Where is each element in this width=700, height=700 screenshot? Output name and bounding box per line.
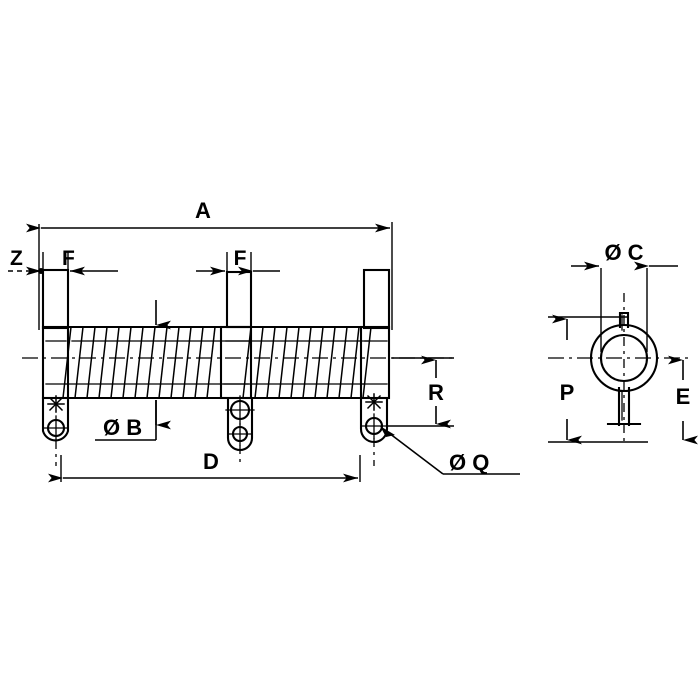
dimension-A: A bbox=[26, 198, 393, 330]
dimension-label-R: R bbox=[428, 380, 444, 405]
side-elevation-view: A Z F F Ø B bbox=[8, 198, 520, 483]
right-bracket-weld-mark bbox=[365, 393, 383, 411]
dimension-label-F-middle: F bbox=[234, 247, 247, 270]
dimension-label-P: P bbox=[560, 380, 575, 405]
left-bracket-weld-mark bbox=[47, 395, 65, 413]
dimension-label-E: E bbox=[676, 384, 691, 409]
dimension-Z: Z bbox=[8, 247, 44, 276]
left-terminal-tab bbox=[41, 268, 70, 330]
end-view-inner-circle bbox=[599, 333, 649, 383]
left-mounting-bracket bbox=[41, 268, 70, 466]
dimension-label-C: Ø C bbox=[604, 240, 643, 265]
winding-turns bbox=[62, 326, 372, 399]
end-view-top-terminal-tab bbox=[618, 311, 630, 329]
callout-Q: Ø Q bbox=[380, 426, 520, 475]
end-section-view: Ø C P E bbox=[548, 240, 698, 445]
dimension-F-middle: F bbox=[196, 247, 280, 330]
helical-winding-body bbox=[62, 325, 374, 400]
dimension-label-Z: Z bbox=[10, 247, 23, 270]
right-bracket-collar bbox=[359, 325, 391, 400]
dimension-label-Q: Ø Q bbox=[449, 450, 489, 475]
end-view-outer-circle bbox=[589, 323, 659, 393]
dimension-D: D bbox=[48, 449, 361, 483]
dimension-C: Ø C bbox=[571, 240, 678, 352]
dimension-F-left: F bbox=[42, 247, 118, 330]
dimension-label-D: D bbox=[203, 449, 219, 474]
dimension-B: Ø B bbox=[95, 300, 171, 441]
right-mounting-bracket bbox=[359, 268, 391, 466]
dimension-label-B: Ø B bbox=[103, 415, 142, 440]
dimension-label-F-left: F bbox=[62, 247, 75, 270]
middle-mounting-bracket bbox=[219, 270, 255, 466]
end-view-bottom-stem bbox=[617, 386, 631, 427]
dimension-E: E bbox=[668, 355, 698, 445]
middle-bracket-collar bbox=[219, 325, 253, 400]
dimension-P: P bbox=[548, 314, 648, 445]
dimension-label-A: A bbox=[195, 198, 211, 223]
dimension-R: R bbox=[388, 355, 454, 429]
middle-terminal-tab bbox=[225, 270, 253, 329]
right-terminal-tab bbox=[362, 268, 391, 330]
